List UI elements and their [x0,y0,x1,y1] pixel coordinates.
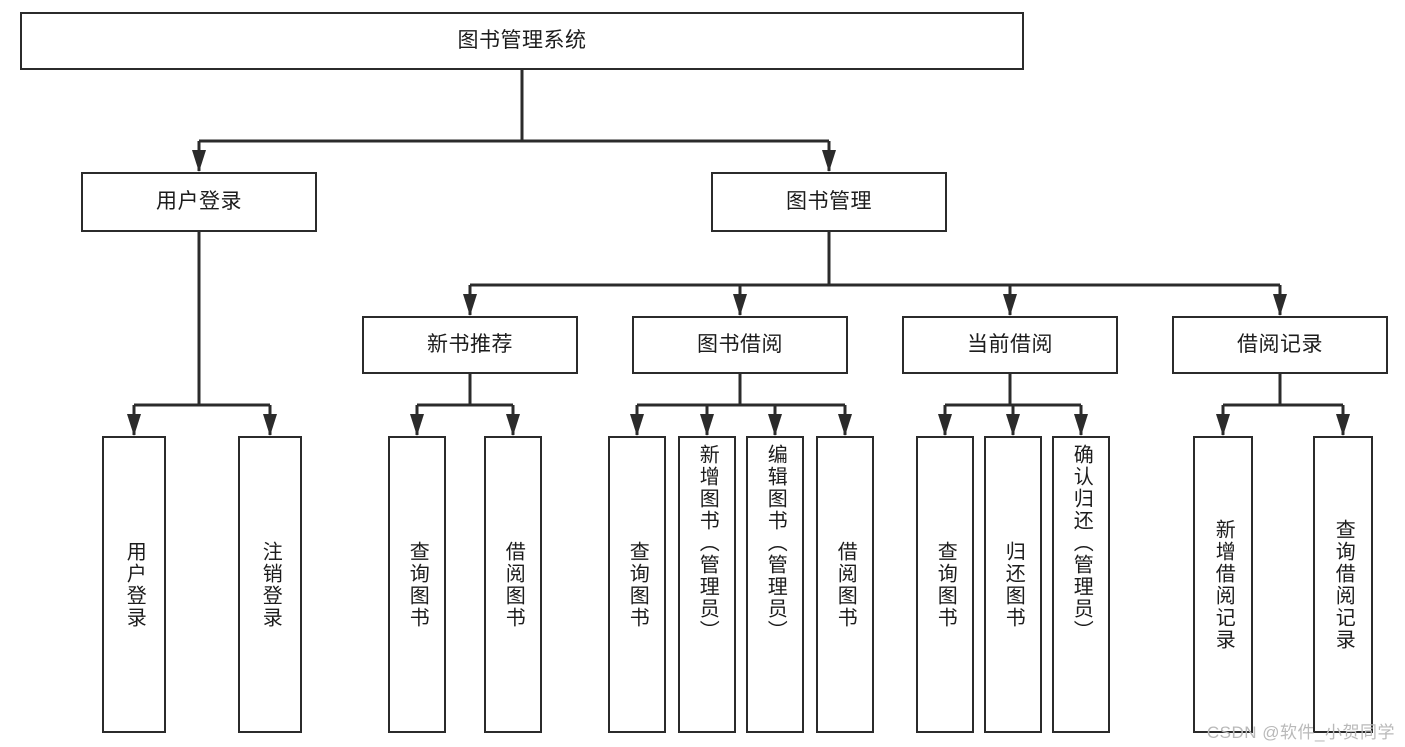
node-leaf-borrow-2[interactable]: 新增图书（管理员） [678,436,736,733]
node-leaf-login-2[interactable]: 注销登录 [238,436,302,733]
node-leaf-record-2[interactable]: 查询借阅记录 [1313,436,1373,733]
node-leaf-borrow-1[interactable]: 查询图书 [608,436,666,733]
watermark-text: CSDN @软件_小贺同学 [1206,723,1395,742]
node-borrow[interactable]: 图书借阅 [632,316,848,374]
node-label-leaf-borrow-4: 借阅图书 [834,540,857,629]
node-label-leaf-record-1: 新增借阅记录 [1212,518,1235,651]
node-leaf-newbook-2[interactable]: 借阅图书 [484,436,542,733]
node-leaf-current-2[interactable]: 归还图书 [984,436,1042,733]
node-leaf-login-1[interactable]: 用户登录 [102,436,166,733]
node-label-current: 当前借阅 [967,332,1053,356]
node-label-leaf-login-2: 注销登录 [259,540,282,629]
node-leaf-current-3[interactable]: 确认归还（管理员） [1052,436,1110,733]
node-label-leaf-borrow-2: 新增图书（管理员） [696,444,719,642]
node-leaf-record-1[interactable]: 新增借阅记录 [1193,436,1253,733]
node-label-leaf-borrow-3: 编辑图书（管理员） [764,444,787,642]
node-label-bookmgmt: 图书管理 [786,189,872,213]
node-label-leaf-current-2: 归还图书 [1002,540,1025,629]
node-leaf-borrow-4[interactable]: 借阅图书 [816,436,874,733]
node-leaf-borrow-3[interactable]: 编辑图书（管理员） [746,436,804,733]
node-label-leaf-current-1: 查询图书 [934,540,957,629]
node-leaf-current-1[interactable]: 查询图书 [916,436,974,733]
node-label-leaf-login-1: 用户登录 [123,540,146,629]
node-label-record: 借阅记录 [1237,332,1323,356]
node-label-root: 图书管理系统 [457,28,587,52]
node-label-leaf-current-3: 确认归还（管理员） [1070,444,1093,642]
node-login[interactable]: 用户登录 [81,172,317,232]
node-current[interactable]: 当前借阅 [902,316,1118,374]
node-label-leaf-newbook-1: 查询图书 [406,540,429,629]
node-label-newbook: 新书推荐 [427,332,513,356]
node-label-login: 用户登录 [156,189,242,213]
node-label-leaf-borrow-1: 查询图书 [626,540,649,629]
node-root[interactable]: 图书管理系统 [20,12,1024,70]
node-label-leaf-newbook-2: 借阅图书 [502,540,525,629]
node-label-borrow: 图书借阅 [697,332,783,356]
node-record[interactable]: 借阅记录 [1172,316,1388,374]
node-newbook[interactable]: 新书推荐 [362,316,578,374]
node-leaf-newbook-1[interactable]: 查询图书 [388,436,446,733]
node-bookmgmt[interactable]: 图书管理 [711,172,947,232]
node-label-leaf-record-2: 查询借阅记录 [1332,518,1355,651]
